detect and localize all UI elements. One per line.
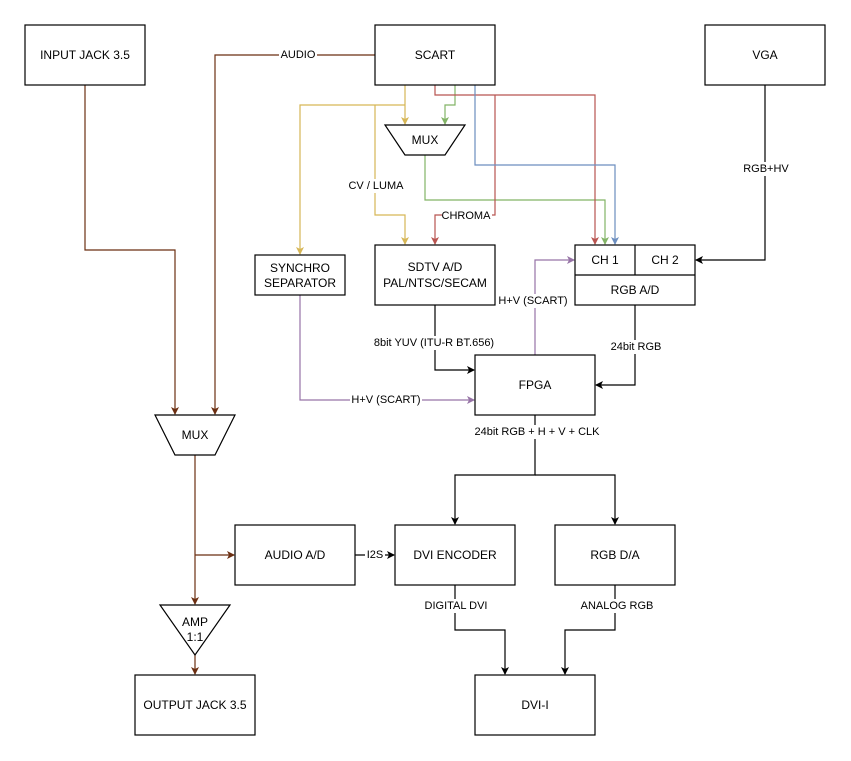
node-ch1-label: CH 1	[591, 253, 619, 267]
node-amp: AMP 1:1	[158, 604, 232, 657]
edge-vga-to-ch2	[695, 85, 766, 264]
edge-mux-green-to-ch1	[424, 155, 609, 245]
node-amp-label-1: AMP	[182, 615, 208, 629]
edge-label-chroma: CHROMA	[442, 208, 492, 222]
node-output-jack-label: OUTPUT JACK 3.5	[143, 698, 246, 712]
edge-fpga-hv-to-ch1	[534, 256, 575, 355]
edge-label-rgb-hv-text: RGB+HV	[743, 163, 789, 175]
edge-label-i2s-text: I2S	[367, 549, 384, 561]
node-dvi-i: DVI-I	[474, 674, 596, 736]
edge-input-jack-to-mux	[84, 85, 179, 415]
node-synchro-label-1: SYNCHRO	[270, 261, 330, 275]
edge-label-analog-rgb: ANALOG RGB	[580, 599, 654, 613]
node-audio-ad-label: AUDIO A/D	[265, 548, 326, 562]
edge-label-hv-scart-fpga: H+V (SCART)	[350, 393, 422, 407]
node-synchro-separator: SYNCHRO SEPARATOR	[254, 254, 346, 296]
edge-fpga-to-dvi-encoder	[451, 415, 536, 525]
edge-label-cv-luma: CV / LUMA	[346, 179, 406, 193]
edge-label-fpga-out-text: 24bit RGB + H + V + CLK	[474, 426, 600, 438]
node-mux-video: MUX	[383, 124, 467, 156]
node-fpga: FPGA	[474, 354, 596, 416]
node-vga: VGA	[704, 24, 826, 86]
node-mux-video-label: MUX	[412, 133, 439, 147]
node-scart-label: SCART	[415, 48, 456, 62]
edge-dvi-encoder-to-dvi-i	[454, 585, 509, 675]
node-mux-audio-label: MUX	[182, 428, 209, 442]
edge-scart-audio	[211, 54, 375, 415]
edge-label-hv-scart-fpga-text: H+V (SCART)	[351, 394, 420, 406]
edge-label-rgb24-text: 24bit RGB	[611, 341, 662, 353]
edge-scart-cv-luma-to-sdtv	[374, 105, 409, 245]
node-ch2-label: CH 2	[651, 253, 679, 267]
node-dvi-encoder: DVI ENCODER	[394, 524, 516, 586]
edge-label-hv-scart-ch1: H+V (SCART)	[497, 294, 569, 308]
node-mux-audio: MUX	[154, 414, 236, 456]
edge-label-yuv-text: 8bit YUV (ITU-R BT.656)	[374, 337, 494, 349]
edge-label-rgb-hv: RGB+HV	[742, 162, 790, 176]
edge-scart-green-to-mux	[441, 85, 456, 125]
edge-scart-blue-to-ch1	[474, 85, 619, 245]
edge-sdtv-to-fpga	[434, 305, 475, 374]
edge-scart-luma-to-synchro	[296, 104, 405, 255]
node-amp-label-2: 1:1	[187, 630, 204, 644]
edge-label-chroma-text: CHROMA	[442, 210, 492, 222]
node-output-jack: OUTPUT JACK 3.5	[134, 674, 256, 736]
edge-label-digital-dvi-text: DIGITAL DVI	[425, 600, 488, 612]
node-rgb-da-label: RGB D/A	[590, 548, 639, 562]
edge-label-i2s: I2S	[365, 548, 385, 562]
edge-fpga-to-rgb-da	[535, 474, 619, 525]
edge-scart-red-to-ch1	[434, 85, 599, 245]
node-sdtv-label-2: PAL/NTSC/SECAM	[383, 276, 487, 290]
node-sdtv-ad: SDTV A/D PAL/NTSC/SECAM	[374, 244, 496, 306]
edge-label-audio: AUDIO	[279, 48, 317, 62]
edge-label-cv-luma-text: CV / LUMA	[348, 180, 404, 192]
edge-rgbad-to-fpga	[595, 305, 636, 389]
edge-label-hv-scart-ch1-text: H+V (SCART)	[498, 295, 567, 307]
node-scart: SCART	[374, 24, 496, 86]
node-sdtv-label-1: SDTV A/D	[408, 260, 463, 274]
edge-label-fpga-out: 24bit RGB + H + V + CLK	[474, 425, 600, 439]
node-audio-ad: AUDIO A/D	[234, 524, 356, 586]
node-rgb-ad-label: RGB A/D	[611, 283, 660, 297]
edge-rgb-da-to-dvi-i	[561, 585, 616, 675]
node-fpga-label: FPGA	[519, 378, 552, 392]
node-input-jack: INPUT JACK 3.5	[24, 24, 146, 86]
edge-label-yuv: 8bit YUV (ITU-R BT.656)	[372, 336, 496, 350]
node-input-jack-label: INPUT JACK 3.5	[40, 48, 130, 62]
edge-label-digital-dvi: DIGITAL DVI	[423, 599, 489, 613]
edge-label-audio-text: AUDIO	[281, 49, 316, 61]
node-rgb-da: RGB D/A	[554, 524, 676, 586]
node-vga-label: VGA	[752, 48, 777, 62]
edge-label-rgb24: 24bit RGB	[609, 340, 663, 354]
node-dvi-encoder-label: DVI ENCODER	[413, 548, 497, 562]
node-dvi-i-label: DVI-I	[521, 698, 548, 712]
node-synchro-label-2: SEPARATOR	[264, 276, 336, 290]
edge-label-analog-rgb-text: ANALOG RGB	[581, 600, 654, 612]
node-rgb-ad: CH 1 CH 2 RGB A/D	[574, 244, 696, 306]
